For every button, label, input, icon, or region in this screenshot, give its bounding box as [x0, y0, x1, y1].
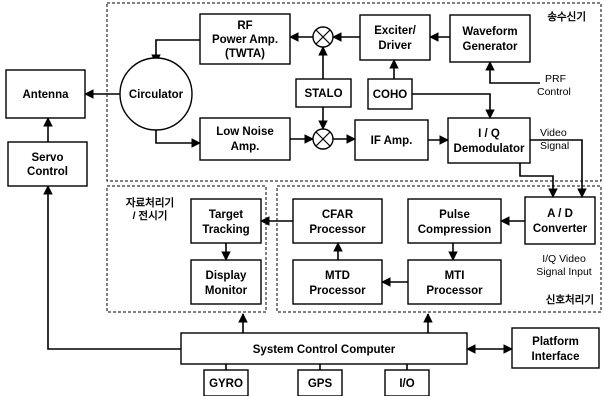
exciter-driver-label-1: Exciter/: [374, 25, 416, 37]
cfar-processor-block: CFAR Processor: [292, 198, 383, 244]
waveform-generator-label-1: Waveform: [462, 26, 517, 38]
antenna-block: Antenna: [5, 69, 86, 119]
transmitter-region-label: 송수신기: [547, 10, 586, 23]
if-amp-label: IF Amp.: [371, 135, 413, 147]
data-processor-region-label: 자료처리기: [126, 196, 174, 209]
gps-label: GPS: [308, 378, 333, 390]
iq-video-input-label-1: I/Q Video: [542, 253, 586, 265]
target-tracking-label-2: Tracking: [202, 224, 249, 236]
system-control-computer-label: System Control Computer: [253, 344, 396, 356]
waveform-generator-label-2: Generator: [463, 41, 518, 53]
ad-converter-label-2: Converter: [533, 223, 588, 235]
servo-control-label-2: Control: [27, 166, 68, 178]
circulator: [119, 57, 193, 131]
mixer-top: [312, 26, 334, 48]
iq-demodulator-label-1: I / Q: [478, 128, 500, 140]
platform-interface-label-2: Interface: [532, 351, 580, 363]
video-signal-label-1: Video: [540, 127, 567, 139]
servo-control-label-1: Servo: [32, 152, 64, 164]
stalo-block: STALO: [295, 78, 352, 108]
video-signal-label-2: Signal: [540, 140, 569, 152]
display-monitor-block: Display Monitor: [190, 259, 262, 305]
iq-demodulator-label-2: Demodulator: [454, 143, 525, 155]
target-tracking-block: Target Tracking: [190, 198, 262, 244]
platform-interface-block: Platform Interface: [511, 327, 600, 369]
mixer-bottom: [312, 128, 334, 150]
low-noise-amp-block: Low Noise Amp.: [199, 117, 291, 161]
data-processor-region-label-2: / 전시기: [133, 209, 168, 222]
display-monitor-label-1: Display: [206, 270, 248, 282]
antenna-label: Antenna: [23, 89, 70, 101]
servo-control-block: Servo Control: [7, 141, 88, 187]
prf-control-label-2: Control: [537, 86, 571, 98]
iq-demodulator-block: I / Q Demodulator: [447, 117, 531, 164]
target-tracking-label-1: Target: [209, 209, 243, 221]
cfar-processor-label-2: Processor: [309, 224, 366, 236]
pulse-compression-label-1: Pulse: [439, 209, 470, 221]
prf-control-label-1: PRF: [545, 73, 566, 85]
rf-power-amp-label-2: Power Amp.: [212, 34, 278, 46]
system-control-computer-block: System Control Computer: [180, 332, 468, 365]
data-processor-region: [106, 185, 267, 313]
gyro-label: GYRO: [209, 378, 243, 390]
ad-converter-label-1: A / D: [547, 208, 573, 220]
signal-processor-region-label: 신호처리기: [546, 293, 594, 306]
platform-interface-label-1: Platform: [532, 336, 579, 348]
coho-label: COHO: [373, 89, 408, 101]
cfar-processor-label-1: CFAR: [322, 209, 354, 221]
mti-processor-label-1: MTI: [445, 270, 465, 282]
stalo-label: STALO: [304, 88, 342, 100]
mti-processor-block: MTI Processor: [407, 259, 502, 305]
rf-power-amp-label-1: RF: [237, 20, 252, 32]
coho-block: COHO: [367, 78, 413, 110]
iq-video-input-label-2: Signal Input: [536, 266, 592, 278]
exciter-driver-label-2: Driver: [378, 40, 412, 52]
pulse-compression-label-2: Compression: [418, 224, 492, 236]
rf-power-amp-block: RF Power Amp. (TWTA): [199, 13, 291, 65]
transmitter-region: [106, 2, 602, 182]
low-noise-amp-label-1: Low Noise: [216, 126, 274, 138]
connections: [43, 32, 587, 370]
mti-processor-label-2: Processor: [426, 285, 483, 297]
if-amp-block: IF Amp.: [354, 119, 429, 161]
gyro-block: GYRO: [203, 369, 249, 396]
io-block: I/O: [384, 369, 430, 396]
waveform-generator-block: Waveform Generator: [449, 14, 531, 63]
circulator-label: Circulator: [129, 89, 184, 101]
low-noise-amp-label-2: Amp.: [231, 141, 260, 153]
gps-block: GPS: [297, 369, 343, 396]
pulse-compression-block: Pulse Compression: [407, 198, 502, 244]
exciter-driver-block: Exciter/ Driver: [359, 14, 431, 61]
rf-power-amp-label-3: (TWTA): [225, 48, 265, 60]
mtd-processor-label-1: MTD: [325, 270, 350, 282]
mtd-processor-block: MTD Processor: [292, 259, 383, 305]
mtd-processor-label-2: Processor: [309, 285, 366, 297]
ad-converter-block: A / D Converter: [524, 196, 596, 245]
io-label: I/O: [399, 378, 414, 390]
display-monitor-label-2: Monitor: [205, 285, 248, 297]
signal-processor-region: [276, 185, 602, 313]
